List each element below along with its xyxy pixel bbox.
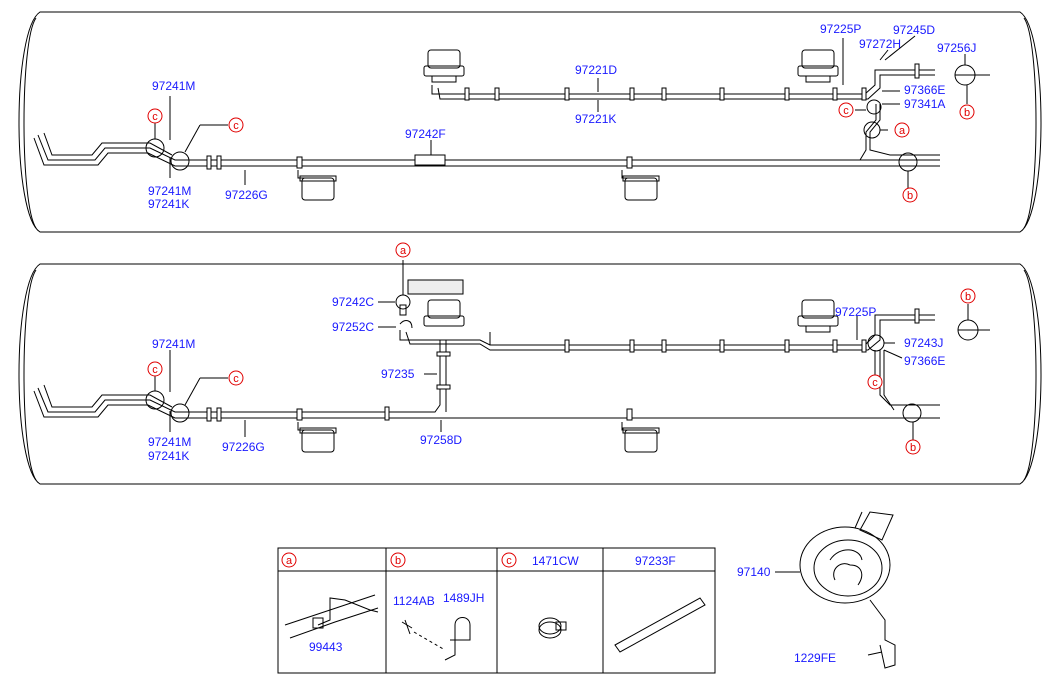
label-97241M-top-2: 97241M (152, 337, 195, 351)
label-97242F: 97242F (405, 127, 446, 141)
tube-drawing (614, 597, 706, 653)
ref-b-4: b (905, 439, 921, 455)
bracket-lower-1 (297, 170, 337, 201)
bracket-upper-3 (423, 299, 465, 327)
label-97241M-top: 97241M (152, 79, 195, 93)
label-97242C: 97242C (332, 295, 374, 309)
label-97243J: 97243J (904, 336, 943, 350)
svg-text:c: c (233, 120, 239, 132)
bottom-panel: 97241M 97241M 97241K 97226G 97242C 97252… (18, 242, 1042, 485)
bracket-upper-2 (797, 49, 839, 83)
legend-part-1124AB: 1124AB (393, 594, 435, 608)
fan-assembly (775, 511, 896, 669)
label-97241K-2: 97241K (148, 449, 189, 463)
legend-part-1471CW: 1471CW (532, 554, 579, 568)
part-99443-drawing (284, 594, 379, 639)
svg-text:b: b (910, 442, 916, 454)
label-97366E-2: 97366E (904, 354, 945, 368)
top-panel: 97241M 97241M 97241K 97226G 97242F 97221… (18, 11, 1042, 233)
label-97245D: 97245D (893, 23, 935, 37)
svg-text:b: b (965, 291, 971, 303)
bracket-lower-3 (297, 422, 337, 453)
label-97341A: 97341A (904, 97, 945, 111)
legend-header-c: c (506, 555, 512, 567)
label-97241M-lower-2: 97241M (148, 435, 191, 449)
svg-text:c: c (872, 377, 878, 389)
ref-c-1: c (147, 108, 163, 124)
ref-b-1: b (959, 104, 975, 120)
label-97256J: 97256J (937, 41, 976, 55)
ref-c-3: c (838, 102, 854, 118)
valve-97242C (395, 294, 411, 316)
legend-header-a: a (286, 555, 293, 567)
label-97366E: 97366E (904, 83, 945, 97)
label-97226G-2: 97226G (222, 440, 265, 454)
bracket-upper-4 (797, 299, 839, 333)
svg-text:b: b (907, 190, 913, 202)
ref-a-1: a (894, 122, 910, 138)
part-clip-drawing (401, 617, 471, 661)
svg-text:b: b (964, 107, 970, 119)
label-97272H: 97272H (859, 37, 901, 51)
ref-b-2: b (902, 187, 918, 203)
ref-a-2: a (395, 242, 411, 258)
label-1229FE: 1229FE (794, 651, 836, 665)
clamp-icon (538, 617, 567, 639)
left-tube-bundle (33, 132, 940, 167)
ref-b-3: b (960, 288, 976, 304)
bracket-lower-2 (621, 170, 660, 201)
bracket-upper-1 (423, 49, 465, 83)
ref-c-5: c (228, 370, 244, 386)
legend-part-99443: 99443 (309, 640, 343, 654)
legend-table: a b c 1471CW 97233F 99443 1124AB 1489JH (277, 547, 716, 674)
label-97226G: 97226G (225, 188, 268, 202)
upper-tube-run (431, 69, 940, 161)
joint-97242F (414, 154, 446, 166)
svg-text:c: c (152, 111, 158, 123)
label-97225P: 97225P (820, 22, 861, 36)
label-97221D: 97221D (575, 63, 617, 77)
legend-part-97233F: 97233F (635, 554, 676, 568)
svg-text:a: a (400, 245, 407, 257)
label-97258D: 97258D (420, 433, 462, 447)
svg-text:c: c (152, 364, 158, 376)
label-97225P-2: 97225P (835, 305, 876, 319)
clip-left-2 (170, 151, 190, 171)
label-97140: 97140 (737, 565, 771, 579)
label-97221K: 97221K (575, 112, 616, 126)
ref-c-2: c (228, 117, 244, 133)
svg-text:c: c (843, 105, 849, 117)
label-97241M-lower: 97241M (148, 184, 191, 198)
label-97241K: 97241K (148, 197, 189, 211)
ref-c-4: c (147, 361, 163, 377)
left-tube-bundle-2 (33, 340, 940, 419)
ref-c-6: c (867, 374, 883, 390)
upper-tube-run-2 (399, 314, 940, 411)
svg-text:c: c (233, 373, 239, 385)
label-97235: 97235 (381, 367, 415, 381)
legend-header-b: b (395, 555, 401, 567)
label-97252C: 97252C (332, 320, 374, 334)
svg-text:a: a (899, 125, 906, 137)
bracket-lower-4 (621, 422, 660, 453)
legend-part-1489JH: 1489JH (443, 591, 484, 605)
